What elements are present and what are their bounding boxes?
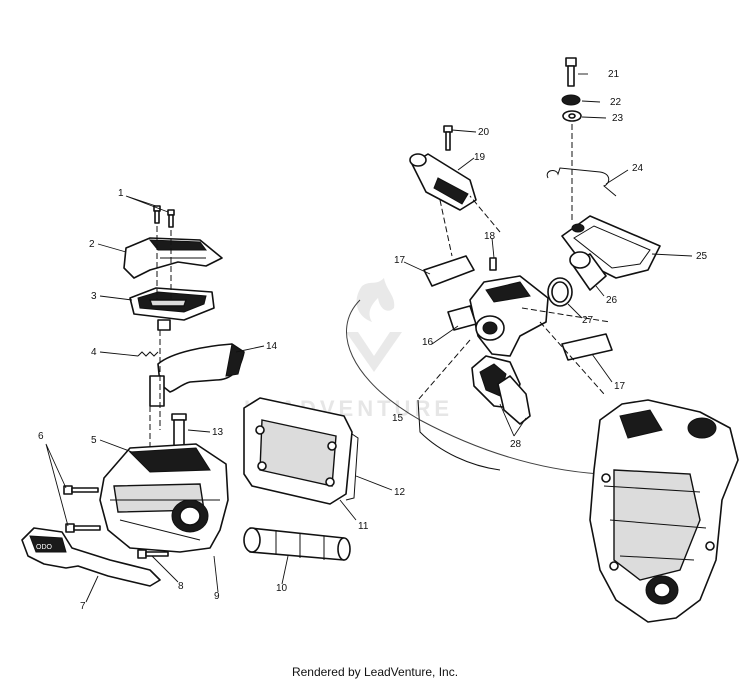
part-16-master-body (447, 275, 549, 357)
callout-25: 25 (696, 251, 708, 262)
part-14-throttle-lever (149, 343, 245, 407)
callout-9: 9 (214, 591, 220, 602)
part-6-screws (63, 485, 101, 533)
callout-2: 2 (89, 239, 95, 250)
callout-11: 11 (358, 521, 369, 532)
svg-text:ODO: ODO (36, 544, 53, 551)
callout-22: 22 (610, 97, 622, 108)
part-1-screws (153, 205, 175, 228)
callout-19: 19 (474, 152, 486, 163)
part-24-clip (546, 167, 617, 197)
part-21-bolt (565, 57, 577, 87)
part-12-gasket (345, 433, 359, 501)
part-7-brake-lever: ODO (21, 527, 161, 587)
part-5-housing (99, 443, 229, 553)
callout-10: 10 (276, 583, 288, 594)
part-28-pads (471, 355, 531, 425)
part-22-nut (561, 94, 581, 106)
part-8-screw (137, 549, 169, 559)
callout-17-lower: 17 (614, 381, 626, 392)
rendered-by-footer: Rendered by LeadVenture, Inc. (291, 665, 459, 679)
callout-26: 26 (606, 295, 618, 306)
callout-12: 12 (394, 487, 406, 498)
part-17-upper (423, 255, 475, 287)
callout-8: 8 (178, 581, 184, 592)
callout-16: 16 (422, 337, 434, 348)
callout-24: 24 (632, 163, 644, 174)
part-17-lower (561, 333, 613, 361)
part-13-pin (171, 413, 187, 449)
callout-7: 7 (80, 601, 86, 612)
chaincase-cover (589, 399, 739, 623)
part-18-screw (489, 257, 497, 271)
callout-15: 15 (392, 413, 404, 424)
callout-23: 23 (612, 113, 624, 124)
callout-13: 13 (212, 427, 224, 438)
part-2-top-cover (123, 237, 223, 279)
callout-labels: 1 2 3 4 5 6 7 8 9 10 11 12 13 14 15 16 1… (38, 69, 708, 612)
callout-6: 6 (38, 431, 44, 442)
part-26-cylinder (569, 251, 607, 291)
callout-5: 5 (91, 435, 97, 446)
callout-3: 3 (91, 291, 97, 302)
callout-18: 18 (484, 231, 496, 242)
callout-20: 20 (478, 127, 490, 138)
callout-1: 1 (118, 188, 124, 199)
callout-17-upper: 17 (394, 255, 406, 266)
part-3-gasket (129, 287, 215, 331)
part-11-backplate (243, 397, 353, 505)
callout-27: 27 (582, 315, 594, 326)
callout-14: 14 (266, 341, 278, 352)
part-19-fitting (409, 153, 477, 211)
part-20-screw (443, 125, 453, 151)
callout-21: 21 (608, 69, 620, 80)
callout-28: 28 (510, 439, 522, 450)
callout-4: 4 (91, 347, 97, 358)
part-10-grip (243, 527, 351, 561)
part-4-spring (137, 351, 159, 357)
part-23-washer (562, 110, 582, 122)
